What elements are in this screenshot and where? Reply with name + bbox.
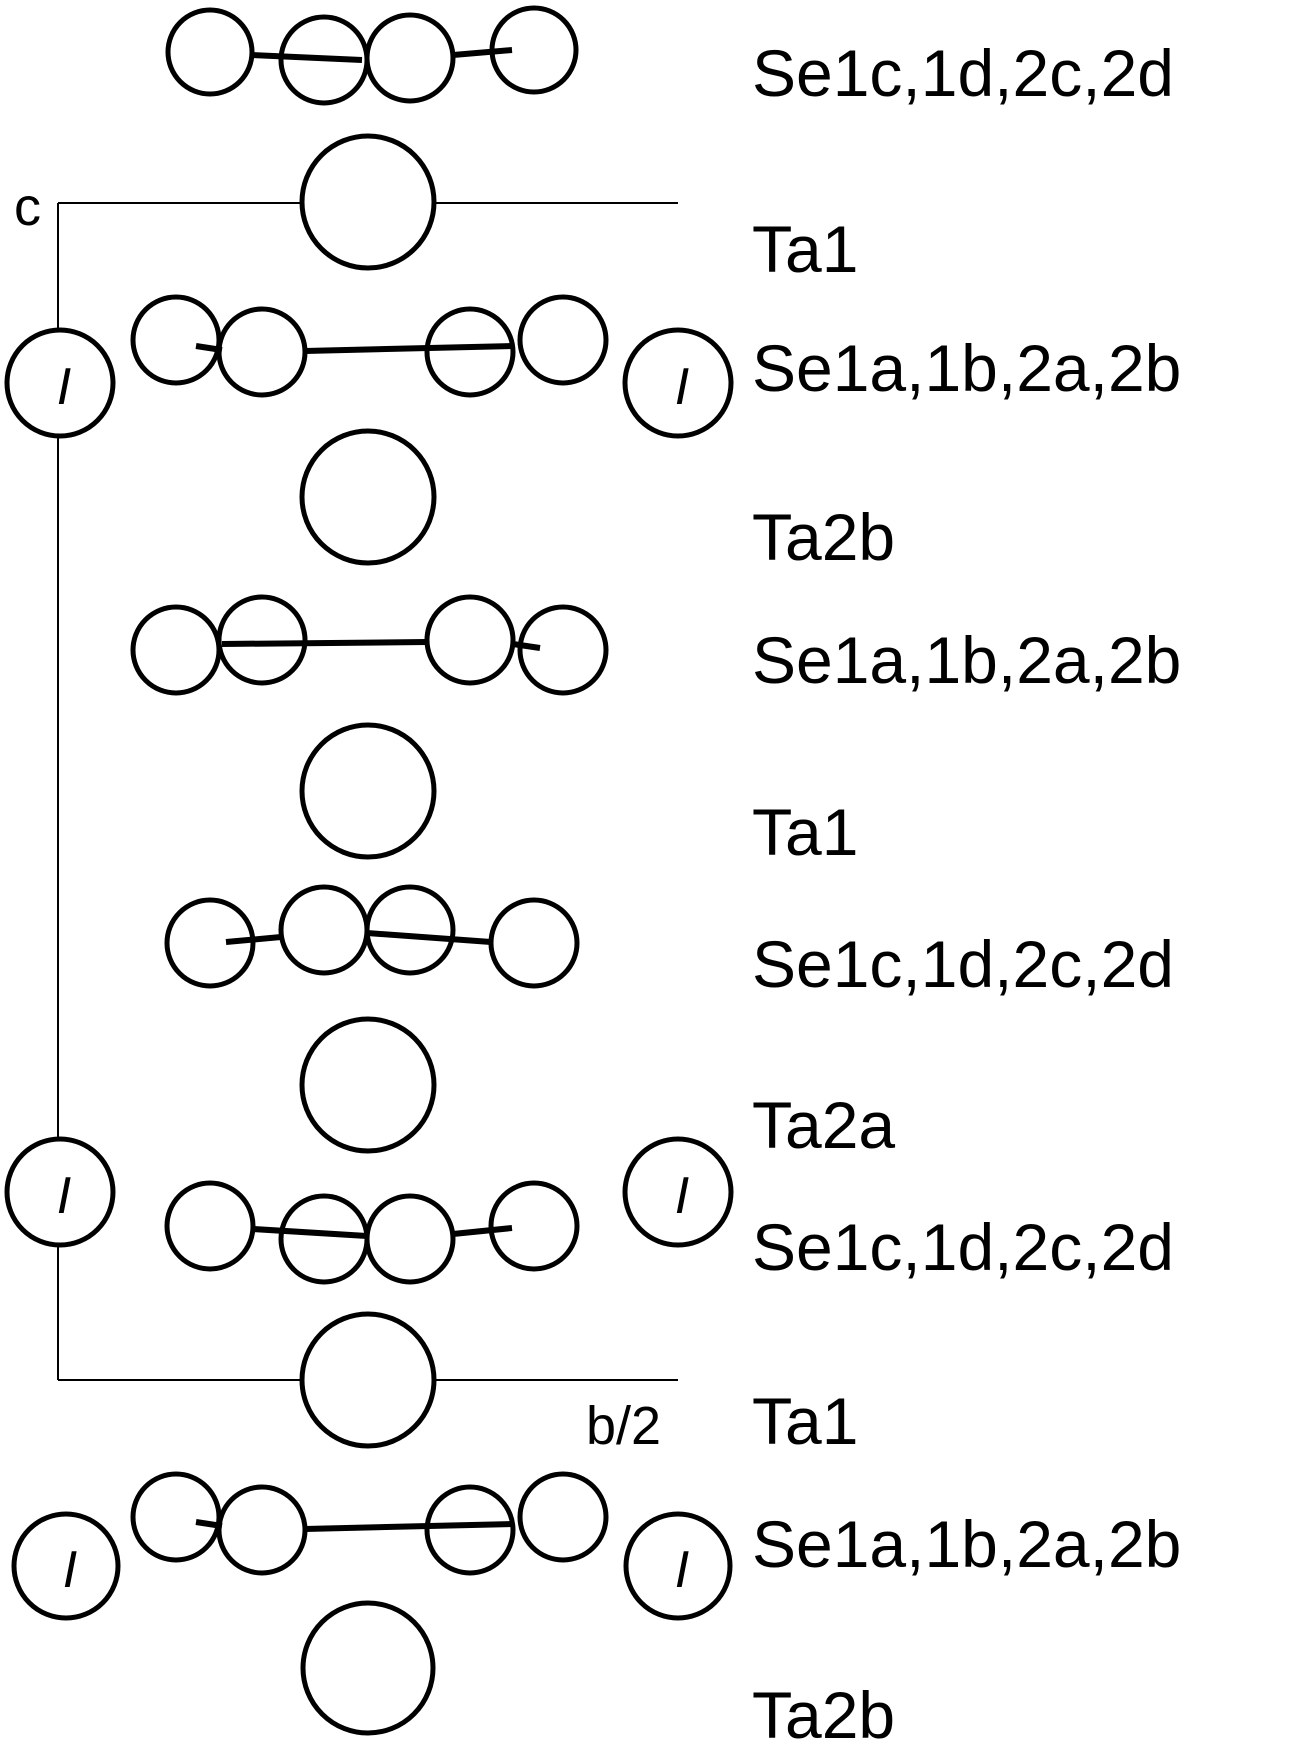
se-atom: [278, 884, 370, 976]
layer-label: Se1a,1b,2a,2b: [752, 331, 1181, 405]
se-group: [164, 1180, 580, 1285]
se-bond: [225, 934, 282, 945]
layer-label: Ta2b: [752, 1678, 895, 1742]
se-group-top: [165, 5, 579, 106]
se-bond: [252, 1226, 368, 1239]
se-atom: [130, 294, 222, 386]
se-atom: [424, 594, 516, 686]
ta-atom: [299, 1016, 437, 1154]
se-group: [164, 884, 580, 989]
iodine-atom: [623, 1511, 733, 1621]
iodine-label: I: [675, 1167, 689, 1225]
se-bond: [512, 641, 541, 651]
ta-atom: [300, 1600, 436, 1736]
se-bond: [452, 1225, 513, 1237]
se-bond: [195, 1519, 223, 1529]
se-bond: [221, 639, 428, 647]
se-atom: [216, 306, 308, 398]
iodine-atom: [4, 1136, 116, 1248]
se-atom: [130, 1471, 222, 1563]
se-bond: [195, 343, 223, 353]
layer-label: Ta1: [752, 795, 858, 869]
se-atom: [164, 897, 256, 989]
se-group: [130, 294, 609, 398]
layer-label: Se1a,1b,2a,2b: [752, 623, 1181, 697]
se-atom: [364, 1193, 456, 1285]
layer-label: Ta2a: [752, 1088, 895, 1162]
layer-label: Ta1: [752, 1384, 858, 1458]
ta-atom: [299, 722, 437, 860]
c-axis-label: c: [14, 177, 41, 237]
iodine-atom: [11, 1511, 121, 1621]
se-bond: [249, 52, 363, 63]
se-atom: [216, 594, 308, 686]
iodine-atom: [622, 1136, 734, 1248]
layer-label: Se1c,1d,2c,2d: [752, 1210, 1174, 1284]
se-bond: [304, 343, 514, 354]
ta-atom: [299, 428, 437, 566]
se-atom: [164, 1180, 256, 1272]
se-atom: [424, 306, 516, 398]
layer-label: Se1c,1d,2c,2d: [752, 927, 1174, 1001]
layer-label: Ta1: [752, 212, 858, 286]
se-atom: [216, 1484, 308, 1576]
se-atom: [517, 294, 609, 386]
layer-label: Se1c,1d,2c,2d: [752, 36, 1174, 110]
se-group: [130, 1471, 609, 1576]
se-atom: [488, 1180, 580, 1272]
se-bond: [304, 1521, 514, 1532]
se-atom: [517, 1471, 609, 1563]
iodine-atom: [622, 327, 734, 439]
se-atom: [364, 12, 456, 104]
iodine-label: I: [675, 1541, 689, 1599]
iodine-atom: [4, 327, 116, 439]
se-atom: [364, 884, 456, 976]
se-atom: [424, 1484, 516, 1576]
se-group: [130, 594, 609, 696]
se-atom: [517, 604, 609, 696]
se-atom: [165, 7, 255, 97]
iodine-label: I: [57, 358, 71, 416]
se-bond: [366, 930, 492, 945]
iodine-label: I: [675, 358, 689, 416]
layer-label: Se1a,1b,2a,2b: [752, 1507, 1181, 1581]
se-atom: [278, 1193, 370, 1285]
iodine-label: I: [57, 1167, 71, 1225]
se-bond: [452, 47, 513, 58]
ta-atom: [299, 133, 437, 271]
layer-label: Ta2b: [752, 500, 895, 574]
se-atom: [130, 604, 222, 696]
b-axis-label: b/2: [586, 1396, 661, 1456]
iodine-label: I: [63, 1541, 77, 1599]
se-atom: [488, 897, 580, 989]
layer-labels: Se1c,1d,2c,2d Ta1 Se1a,1b,2a,2b Ta2b Se1…: [752, 36, 1181, 1742]
ta-atom: [299, 1311, 437, 1449]
